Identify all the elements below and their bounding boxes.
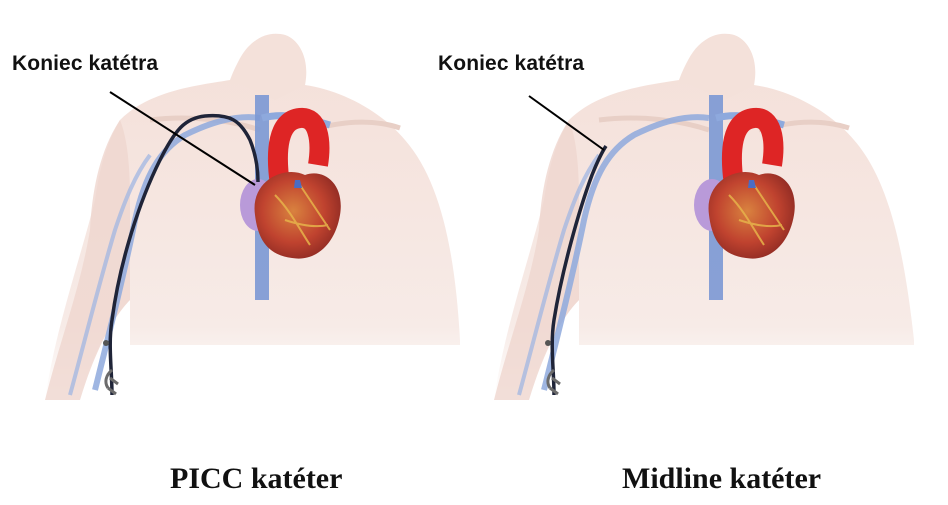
midline-caption: Midline katéter	[622, 462, 821, 496]
catheter-tip-label: Koniec katétra	[438, 52, 584, 76]
picc-caption: PICC katéter	[170, 462, 342, 496]
catheter-tip-label: Koniec katétra	[12, 52, 158, 76]
midline-panel: Koniec katétra Midline katéter	[474, 0, 948, 505]
arm-shape	[45, 120, 130, 400]
picc-panel: Koniec katétra PICC katéter	[0, 0, 474, 505]
